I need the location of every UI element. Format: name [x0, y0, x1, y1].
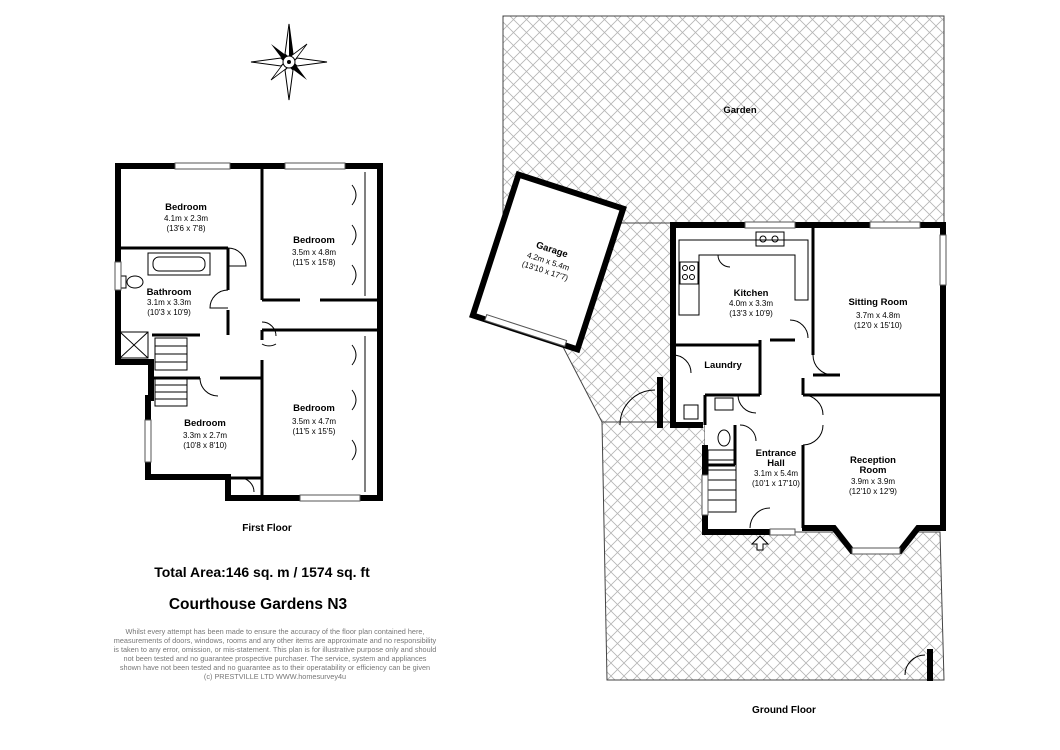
- garden-area: [502, 15, 945, 224]
- svg-text:(13'6 x 7'8): (13'6 x 7'8): [166, 224, 205, 233]
- svg-text:Bedroom: Bedroom: [165, 202, 207, 213]
- svg-text:Bedroom: Bedroom: [184, 418, 226, 429]
- room-label-bathroom: Bathroom 3.1m x 3.3m (10'3 x 10'9): [147, 287, 192, 317]
- svg-text:Entrance: Entrance: [756, 448, 797, 459]
- svg-text:(10'1 x 17'10): (10'1 x 17'10): [752, 479, 800, 488]
- room-label-bedroom-1: Bedroom 4.1m x 2.3m (13'6 x 7'8): [164, 202, 208, 233]
- garden-label: Garden: [723, 105, 756, 116]
- room-label-bedroom-2: Bedroom 3.5m x 4.8m (11'5 x 15'8): [292, 235, 336, 267]
- ground-floor-label: Ground Floor: [752, 705, 816, 716]
- property-title: Courthouse Gardens N3: [169, 596, 348, 613]
- svg-text:measurements of doors, windows: measurements of doors, windows, rooms an…: [114, 636, 437, 645]
- total-area: Total Area:146 sq. m / 1574 sq. ft: [154, 564, 370, 580]
- compass-rose-icon: [250, 23, 328, 101]
- svg-text:(10'8 x 8'10): (10'8 x 8'10): [183, 441, 227, 450]
- svg-text:4.1m x 2.3m: 4.1m x 2.3m: [164, 214, 208, 223]
- room-label-bedroom-3: Bedroom 3.3m x 2.7m (10'8 x 8'10): [183, 418, 227, 450]
- entrance-arrow-icon: [750, 535, 770, 551]
- svg-text:(c) PRESTVILLE LTD WWW.homesur: (c) PRESTVILLE LTD WWW.homesurvey4u: [204, 672, 346, 681]
- room-label-reception-room: Reception Room 3.9m x 3.9m (12'10 x 12'9…: [849, 455, 897, 496]
- svg-text:Bathroom: Bathroom: [147, 287, 192, 298]
- svg-text:(12'0 x 15'10): (12'0 x 15'10): [854, 321, 902, 330]
- svg-text:(11'5 x 15'5): (11'5 x 15'5): [293, 427, 336, 436]
- svg-text:4.0m x 3.3m: 4.0m x 3.3m: [729, 299, 773, 308]
- svg-text:3.1m x 5.4m: 3.1m x 5.4m: [754, 469, 798, 478]
- svg-text:not been tested and no guarant: not been tested and no guarantee prospec…: [124, 654, 427, 663]
- svg-text:Kitchen: Kitchen: [734, 288, 769, 299]
- room-label-laundry: Laundry: [704, 360, 742, 371]
- svg-text:3.5m x 4.7m: 3.5m x 4.7m: [292, 417, 336, 426]
- ground-floor-plan: [469, 15, 947, 681]
- svg-text:3.1m x 3.3m: 3.1m x 3.3m: [147, 298, 191, 307]
- room-label-kitchen: Kitchen 4.0m x 3.3m (13'3 x 10'9): [729, 288, 773, 318]
- room-label-sitting-room: Sitting Room 3.7m x 4.8m (12'0 x 15'10): [848, 297, 907, 330]
- svg-text:Room: Room: [860, 465, 887, 476]
- svg-text:3.9m x 3.9m: 3.9m x 3.9m: [851, 477, 895, 486]
- svg-text:3.7m x 4.8m: 3.7m x 4.8m: [856, 311, 900, 320]
- svg-text:Bedroom: Bedroom: [293, 403, 335, 414]
- disclaimer: Whilst every attempt has been made to en…: [114, 627, 437, 681]
- svg-text:(10'3 x 10'9): (10'3 x 10'9): [147, 308, 191, 317]
- svg-text:(12'10 x 12'9): (12'10 x 12'9): [849, 487, 897, 496]
- svg-text:Bedroom: Bedroom: [293, 235, 335, 246]
- svg-text:(11'5 x 15'8): (11'5 x 15'8): [293, 258, 336, 267]
- room-label-bedroom-4: Bedroom 3.5m x 4.7m (11'5 x 15'5): [292, 403, 336, 436]
- first-floor-plan: [114, 162, 383, 502]
- svg-text:3.3m x 2.7m: 3.3m x 2.7m: [183, 431, 227, 440]
- svg-text:Whilst every attempt has been: Whilst every attempt has been made to en…: [126, 627, 425, 636]
- svg-text:Reception: Reception: [850, 455, 896, 466]
- svg-text:is taken to any error, omissio: is taken to any error, omission, or mis-…: [114, 645, 437, 654]
- room-label-entrance-hall: Entrance Hall 3.1m x 5.4m (10'1 x 17'10): [752, 448, 800, 488]
- svg-text:shown have not been tested and: shown have not been tested and no guaran…: [120, 663, 430, 672]
- first-floor-label: First Floor: [242, 523, 292, 534]
- svg-text:Sitting Room: Sitting Room: [848, 297, 907, 308]
- svg-text:(13'3 x 10'9): (13'3 x 10'9): [729, 309, 773, 318]
- svg-text:3.5m x 4.8m: 3.5m x 4.8m: [292, 248, 336, 257]
- svg-text:Hall: Hall: [767, 458, 784, 469]
